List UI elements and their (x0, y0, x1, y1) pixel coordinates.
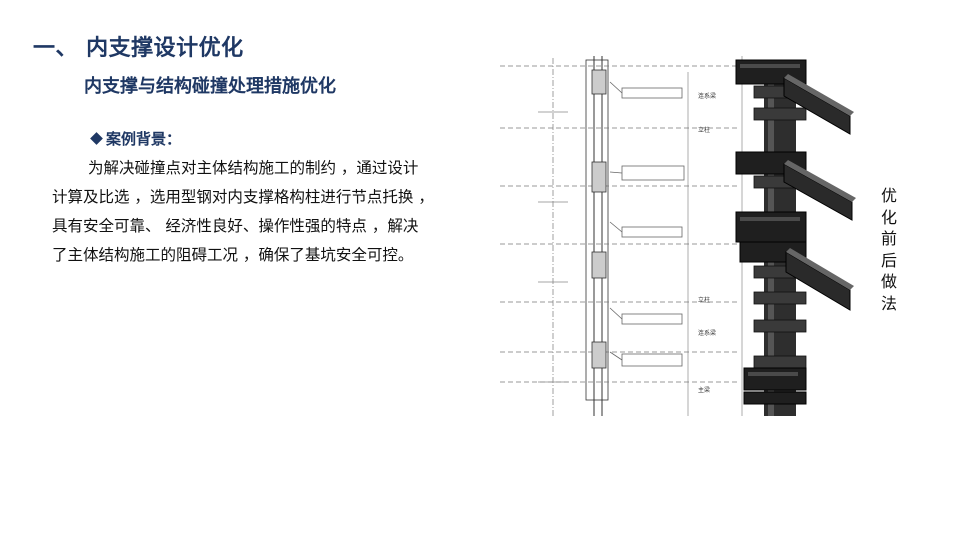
figure-svg: 连系梁 立柱 立柱 连系梁 主梁 (500, 56, 856, 416)
background-paragraph: 为解决碰撞点对主体结构施工的制约 ，通过设计 计算及比选 ，选用型钢对内支撑格构… (52, 154, 472, 270)
paragraph-line: 计算及比选 ，选用型钢对内支撑格构柱进行节点托换 ， (52, 188, 434, 206)
drawing-label: 连系梁 (698, 92, 716, 100)
support-beams (783, 74, 856, 311)
paragraph-line: 为解决碰撞点对主体结构施工的制约 ，通过设计 (88, 159, 419, 177)
drawing-label: 立柱 (698, 126, 710, 134)
paragraph-line: 了主体结构施工的阻碍工况 ，确保了基坑安全可控。 (52, 246, 414, 264)
side-label-char: 法 (880, 293, 897, 313)
side-label-char: 前 (880, 229, 897, 248)
drawing-label: 连系梁 (698, 329, 716, 337)
side-label-char: 化 (880, 207, 897, 227)
side-vertical-label: 优 化 前 后 做 法 (878, 185, 900, 314)
drawing-label: 主梁 (698, 386, 710, 394)
section-label: 案例背景： (90, 128, 182, 149)
cad-drawing (500, 56, 743, 416)
side-label-char: 后 (880, 250, 897, 270)
side-label-char: 优 (880, 186, 897, 205)
drawing-label: 立柱 (698, 296, 710, 304)
page-title: 一、 内支撑设计优化 (33, 36, 244, 61)
comparison-figure: 连系梁 立柱 立柱 连系梁 主梁 (498, 52, 860, 420)
page-subtitle: 内支撑与结构碰撞处理措施优化 (84, 76, 336, 97)
side-label-char: 做 (880, 272, 897, 291)
steel-3d-model (735, 59, 856, 416)
diamond-bullet-icon (90, 132, 103, 145)
paragraph-line: 具有安全可靠、 经济性良好、操作性强的特点 ，解决 (52, 217, 419, 235)
section-label-text: 案例背景： (106, 130, 182, 148)
cad-drawing-labels: 连系梁 立柱 立柱 连系梁 主梁 (698, 92, 716, 394)
